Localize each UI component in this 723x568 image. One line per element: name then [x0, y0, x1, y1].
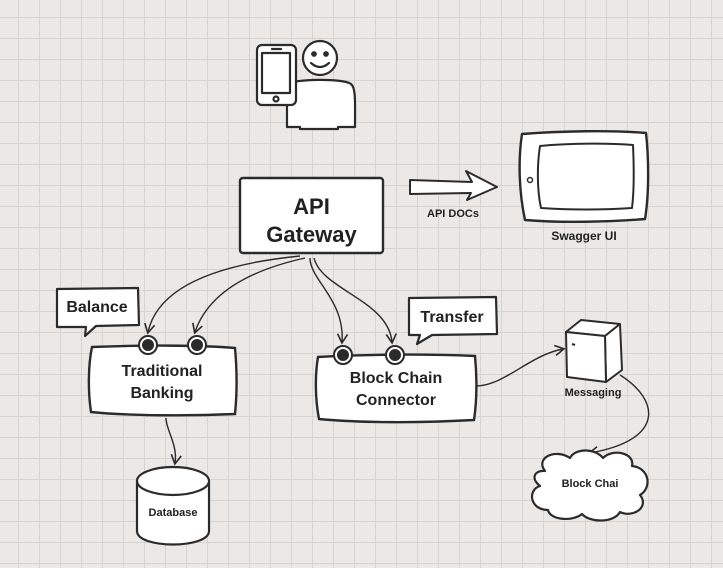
messaging-label: Messaging: [564, 387, 622, 399]
api-gateway-label: API Gateway: [266, 194, 357, 247]
interface-port-icon: [333, 345, 353, 365]
block-chain-cloud-label: Block Chai: [561, 478, 619, 490]
interface-port-icon: [385, 345, 405, 365]
api-docs-label: API DOCs: [427, 208, 479, 220]
swagger-tablet-icon: [518, 129, 650, 223]
database-label: Database: [148, 507, 198, 519]
traditional-banking-box: [87, 344, 238, 417]
database-icon: [135, 465, 211, 546]
interface-port-icon: [138, 335, 158, 355]
api-gateway-box: [238, 176, 385, 255]
transfer-label: Transfer: [420, 309, 484, 326]
api-docs-arrow-icon: [409, 170, 498, 201]
swagger-ui-label: Swagger UI: [551, 229, 617, 243]
balance-label: Balance: [66, 299, 128, 316]
block-chain-connector-box: [314, 353, 478, 424]
user-with-phone-icon: [255, 39, 357, 131]
interface-port-icon: [187, 335, 207, 355]
connector-arrows: [144, 255, 650, 466]
traditional-banking-label: Traditional Banking: [121, 363, 203, 402]
server-icon: [565, 319, 623, 383]
transfer-bubble: [407, 295, 499, 346]
block-chain-connector-label: Block Chain Connector: [349, 370, 443, 409]
cloud-icon: [530, 449, 649, 522]
balance-bubble: [55, 286, 141, 338]
